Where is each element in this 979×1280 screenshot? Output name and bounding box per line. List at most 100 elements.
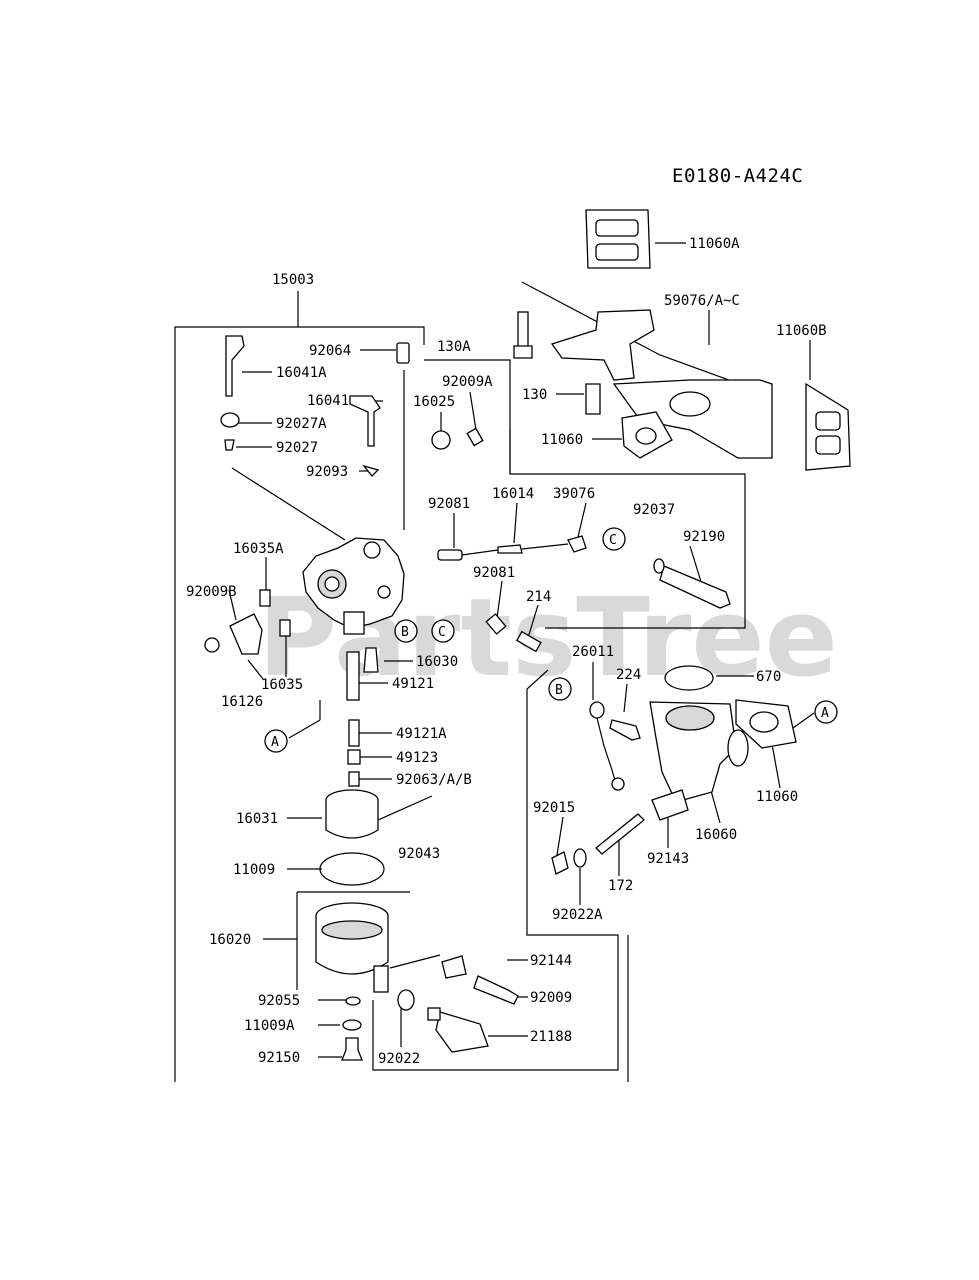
idle-jet-parts [437,535,587,561]
part-label-92143[interactable]: 92143 [647,851,689,867]
part-label-130[interactable]: 130 [522,387,547,403]
throttle-lever [225,335,245,397]
part-label-92009b[interactable]: 92009B [186,584,237,600]
part-label-11009a[interactable]: 11009A [244,1018,295,1034]
part-label-92009a[interactable]: 92009A [442,374,493,390]
part-label-11009[interactable]: 11009 [233,862,275,878]
bolt-92150 [341,1037,363,1061]
part-label-670[interactable]: 670 [756,669,781,685]
part-label-16035[interactable]: 16035 [261,677,303,693]
part-label-214[interactable]: 214 [526,589,551,605]
washer-92022 [397,989,415,1011]
svg-text:A: A [271,735,279,750]
part-label-92064[interactable]: 92064 [309,343,351,359]
part-label-16041[interactable]: 16041 [307,393,349,409]
part-label-16020[interactable]: 16020 [209,932,251,948]
callout-b-right: B [548,677,572,701]
ground-wire-26011 [589,701,625,791]
part-label-224[interactable]: 224 [616,667,641,683]
screw-92009 [473,975,519,1005]
part-label-16031[interactable]: 16031 [236,811,278,827]
part-label-11060[interactable]: 11060 [541,432,583,448]
svg-text:B: B [401,625,409,640]
part-label-49121a[interactable]: 49121A [396,726,447,742]
part-label-92144[interactable]: 92144 [530,953,572,969]
part-label-26011[interactable]: 26011 [572,644,614,660]
part-label-92037[interactable]: 92037 [633,502,675,518]
part-label-92015[interactable]: 92015 [533,800,575,816]
intake-manifold-16060 [649,701,749,803]
part-label-92009[interactable]: 92009 [530,990,572,1006]
svg-text:B: B [555,683,563,698]
o-ring-670 [664,665,714,691]
part-label-21188[interactable]: 21188 [530,1029,572,1045]
part-label-59076[interactable]: 59076/A~C [664,293,740,309]
bolt-224 [609,719,641,741]
part-label-172[interactable]: 172 [608,878,633,894]
nut-92015 [551,851,569,875]
callout-a-right: A [814,700,838,724]
screw-214 [515,630,542,653]
part-label-92027a[interactable]: 92027A [276,416,327,432]
part-label-92150[interactable]: 92150 [258,1050,300,1066]
gasket-11009 [319,852,385,886]
svg-text:A: A [821,706,829,721]
screw-16035a [259,589,271,607]
svg-text:C: C [438,625,446,640]
seal-92027a [220,412,240,428]
part-label-92055[interactable]: 92055 [258,993,300,1009]
float-16031 [325,789,433,839]
part-label-15003[interactable]: 15003 [272,272,314,288]
part-label-92081-lower[interactable]: 92081 [473,565,515,581]
needle-16030 [363,647,379,673]
callout-b-left: B [394,619,418,643]
pipe-92143 [651,789,689,821]
part-label-92081-upper[interactable]: 92081 [428,496,470,512]
part-label-11060b[interactable]: 11060B [776,323,827,339]
choke-lever [349,395,381,447]
part-label-92027[interactable]: 92027 [276,440,318,456]
part-label-49121[interactable]: 49121 [392,676,434,692]
part-label-16014[interactable]: 16014 [492,486,534,502]
gasket-11060a [585,209,651,269]
part-label-16025[interactable]: 16025 [413,394,455,410]
callout-c-left: C [431,619,455,643]
seal-92027 [224,439,235,451]
part-label-11060-right[interactable]: 11060 [756,789,798,805]
part-label-130a[interactable]: 130A [437,339,471,355]
screw-92064 [396,342,410,364]
part-label-92022a[interactable]: 92022A [552,907,603,923]
part-label-16060[interactable]: 16060 [695,827,737,843]
carburetor-body [302,537,405,635]
gasket-92055 [345,996,361,1006]
nozzle-49121a [348,719,360,747]
jet-49123 [347,749,361,765]
assembly-brackets [174,281,771,1082]
washer-11009a [342,1019,362,1031]
solenoid-21188 [427,1007,489,1053]
spring-92144 [441,955,467,979]
part-label-92063[interactable]: 92063/A/B [396,772,472,788]
callout-c-right: C [602,527,626,551]
part-label-49123[interactable]: 49123 [396,750,438,766]
plate-16025 [431,430,451,450]
part-label-16041a[interactable]: 16041A [276,365,327,381]
float-bowl-16020 [315,902,389,993]
jet-92063 [348,771,360,787]
part-label-16035a[interactable]: 16035A [233,541,284,557]
part-label-92093[interactable]: 92093 [306,464,348,480]
gasket-11060-right [735,699,797,749]
part-label-39076[interactable]: 39076 [553,486,595,502]
part-label-92190[interactable]: 92190 [683,529,725,545]
clip-92093 [362,464,380,477]
part-label-92043[interactable]: 92043 [398,846,440,862]
part-label-92022[interactable]: 92022 [378,1051,420,1067]
cover-92009b [204,613,263,655]
part-label-11060a[interactable]: 11060A [689,236,740,252]
washer-92022a [573,848,587,868]
part-label-16126[interactable]: 16126 [221,694,263,710]
leader-lines [228,242,815,1058]
part-label-16030[interactable]: 16030 [416,654,458,670]
screw-92009a [466,427,484,447]
part-labels: 15003 92064 130A 16041A 16041 92009A 160… [186,236,827,1067]
